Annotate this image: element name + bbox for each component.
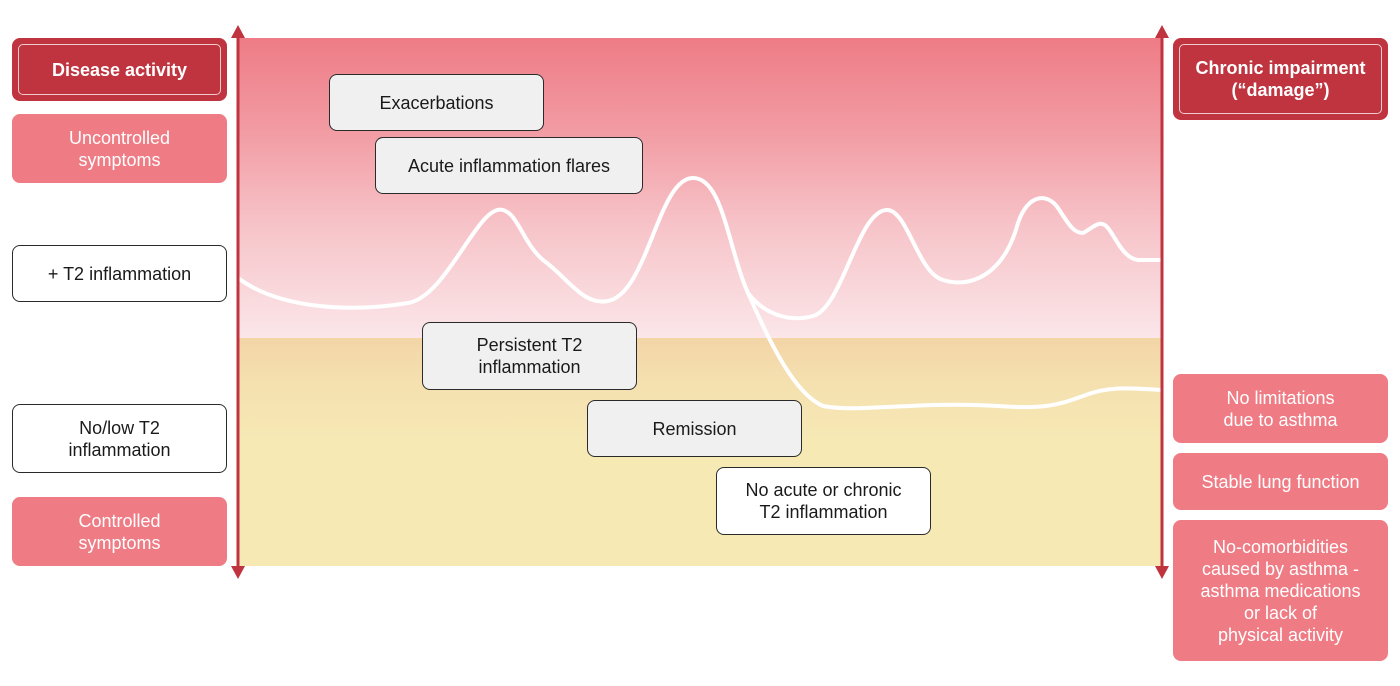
no-comorbidities-label: No-comorbidities caused by asthma - asth… [1200,536,1361,645]
t2-inflammation-label: + T2 inflammation [47,263,192,284]
no-comorbidities-box: No-comorbidities caused by asthma - asth… [1173,520,1388,661]
stable-lung-function-box: Stable lung function [1173,453,1388,510]
chronic-impairment-header: Chronic impairment (“damage”) [1173,38,1388,120]
chronic-impairment-header-label: Chronic impairment (“damage”) [1195,58,1366,100]
low-t2-inflammation-box: No/low T2 inflammation [12,404,227,473]
controlled-symptoms-box: Controlled symptoms [12,497,227,566]
no-acute-chronic-inflammation-label: No acute or chronic T2 inflammation [745,480,902,522]
exacerbations-label-box: Exacerbations [329,74,544,131]
right-axis-down-arrow-icon [1155,566,1169,579]
no-limitations-box: No limitations due to asthma [1173,374,1388,443]
remission-label: Remission [652,418,737,439]
right-axis-up-arrow-icon [1155,25,1169,38]
remission-box: Remission [587,400,802,457]
stable-lung-function-label: Stable lung function [1201,471,1360,492]
acute-inflammation-flares-box: Acute inflammation flares [375,137,643,194]
uncontrolled-symptoms-box: Uncontrolled symptoms [12,114,227,183]
persistent-activity-curve [238,175,1162,321]
left-axis-down-arrow-icon [231,566,245,579]
activity-curves [238,175,1162,411]
low-t2-inflammation-label: No/low T2 inflammation [68,417,171,460]
remission-curve [746,291,1162,411]
persistent-t2-inflammation-box: Persistent T2 inflammation [422,322,637,390]
disease-activity-header: Disease activity [12,38,227,101]
disease-activity-header-label: Disease activity [51,59,188,80]
persistent-t2-inflammation-label: Persistent T2 inflammation [476,335,583,377]
uncontrolled-symptoms-label: Uncontrolled symptoms [68,127,171,170]
left-axis-up-arrow-icon [231,25,245,38]
exacerbations-label: Exacerbations [379,92,494,113]
t2-inflammation-box: + T2 inflammation [12,245,227,302]
acute-inflammation-flares-label: Acute inflammation flares [407,155,611,176]
controlled-symptoms-label: Controlled symptoms [78,510,161,553]
no-acute-chronic-inflammation-box: No acute or chronic T2 inflammation [716,467,931,535]
no-limitations-label: No limitations due to asthma [1223,387,1338,430]
